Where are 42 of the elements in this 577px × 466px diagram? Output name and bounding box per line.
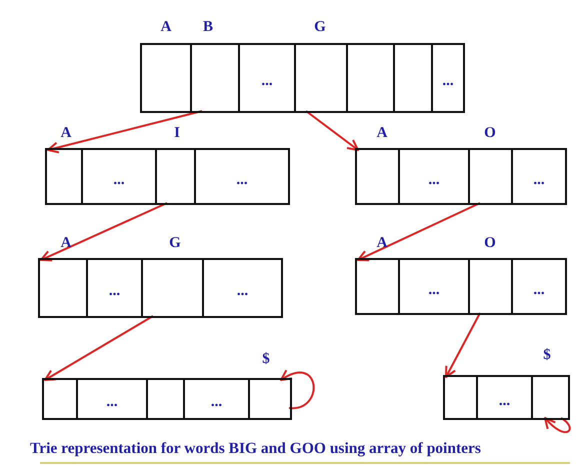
ellipsis: ... [108,283,120,300]
index-letter: B [203,18,213,36]
pointer-arrow [445,312,481,378]
ellipsis: ... [533,172,545,188]
index-letter: A [376,124,388,142]
index-letter: A [60,234,72,252]
pointer-array [45,148,290,205]
ellipsis: ... [236,172,248,188]
index-letter: I [174,124,180,142]
pointer-array [42,378,292,420]
ellipsis: ... [210,394,222,410]
index-letter: O [484,234,496,252]
ellipsis: ... [428,172,440,188]
ellipsis: ... [533,282,545,298]
index-letter: $ [262,350,270,368]
caption: Trie representation for words BIG and GOO using array of pointers [30,440,481,458]
ellipsis: ... [261,73,273,90]
index-letter: A [376,234,388,252]
ellipsis: ... [236,283,248,300]
pointer-array [355,258,567,315]
ellipsis: ... [442,73,454,90]
ellipsis: ... [428,282,440,298]
pointer-array [140,43,465,113]
index-letter: G [314,18,326,36]
ellipsis: ... [498,392,510,409]
pointer-arrow [305,110,359,151]
index-letter: A [160,18,172,36]
pointer-array [38,258,283,318]
pointer-arrow [40,202,168,262]
pointer-array [355,148,567,205]
ellipsis: ... [106,394,118,410]
pointer-array [443,375,570,420]
index-letter: G [169,234,181,252]
pointer-arrow [544,417,571,434]
index-letter: $ [543,346,551,364]
pointer-arrow [280,370,314,409]
pointer-arrow [47,110,202,154]
pointer-arrow [44,315,154,381]
ellipsis: ... [113,172,125,188]
index-letter: A [60,124,72,142]
index-letter: O [484,124,496,142]
pointer-arrow [357,202,480,262]
